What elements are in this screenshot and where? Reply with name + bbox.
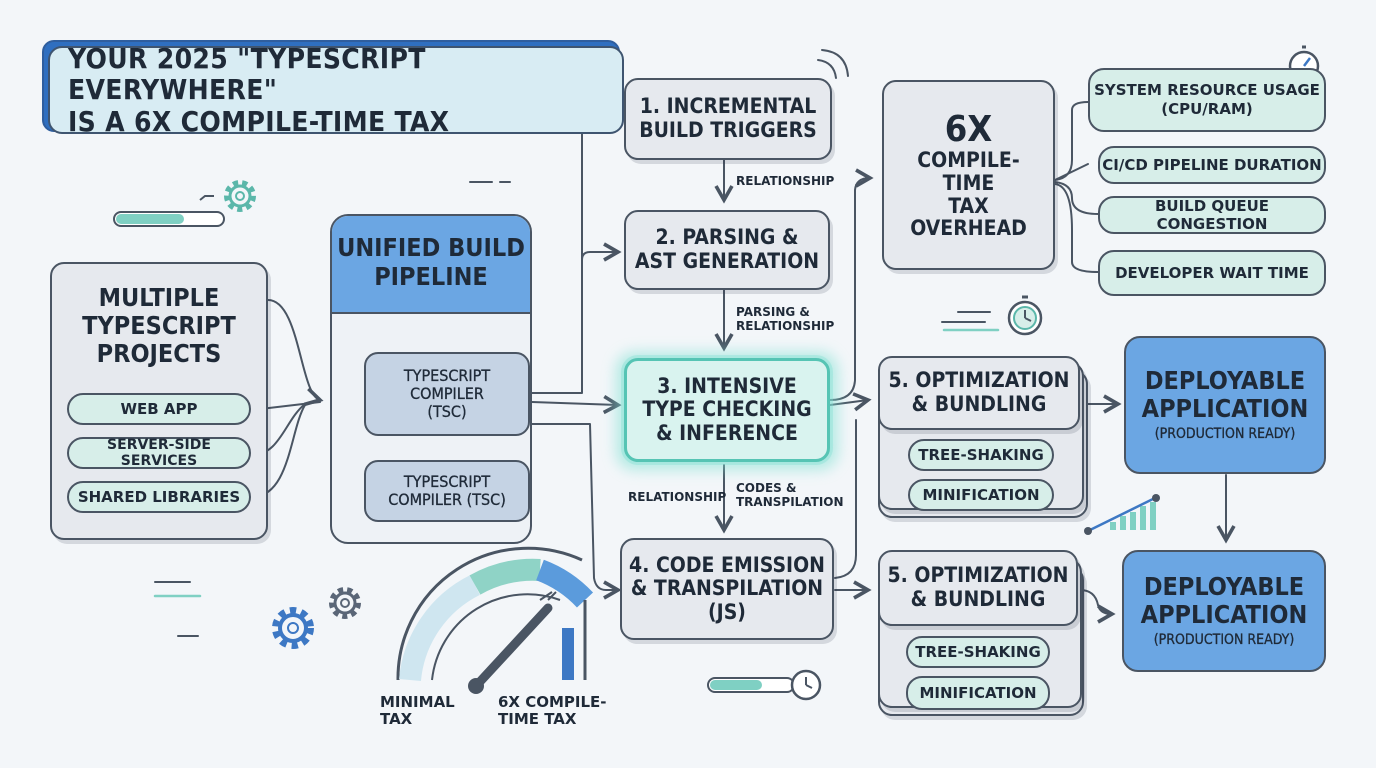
project-web-app: WEB APP [67, 393, 251, 425]
arrow-step3-tax [829, 168, 874, 401]
gear-icon [272, 607, 314, 649]
projects-heading: MULTIPLE TYPESCRIPT PROJECTS [82, 283, 236, 368]
arrow-projects-pipeline [267, 299, 324, 407]
tax-gauge [396, 546, 594, 694]
pipeline-header [332, 216, 530, 314]
impact-system-resource-usage: SYSTEM RESOURCE USAGE (CPU/RAM) [1088, 68, 1326, 132]
tax-overhead-label: COMPILE- TIME TAX OVERHEAD [910, 148, 1027, 241]
impact-build-queue-congestion: BUILD QUEUE CONGESTION [1098, 196, 1326, 234]
compiler-box-secondary: TYPESCRIPT COMPILER (TSC) [364, 460, 530, 522]
arrow-pipeline-step2 [581, 242, 622, 262]
deploy-box-2: DEPLOYABLE APPLICATION (PRODUCTION READY… [1122, 550, 1326, 672]
arrow-pipeline-step3 [531, 394, 622, 415]
tree-shaking-1: TREE-SHAKING [908, 439, 1054, 471]
deploy-box-1: DEPLOYABLE APPLICATION (PRODUCTION READY… [1124, 336, 1326, 474]
connector-label-codes-transpilation: CODES & TRANSPILATION [736, 481, 844, 510]
optimization-box-1: 5. OPTIMIZATION & BUNDLING [878, 356, 1080, 430]
impact-developer-wait-time: DEVELOPER WAIT TIME [1098, 250, 1326, 296]
tax-overhead-box: 6X COMPILE- TIME TAX OVERHEAD [882, 80, 1055, 270]
gear-icon [329, 587, 361, 619]
connector-label-relationship-2: RELATIONSHIP [628, 490, 727, 504]
deploy-sub-2: (PRODUCTION READY) [1153, 632, 1295, 649]
step-type-checking-inference: 3. INTENSIVE TYPE CHECKING & INFERENCE [624, 358, 830, 462]
tax-multiplier: 6X [944, 108, 993, 150]
signal-icon [817, 49, 849, 79]
impact-cicd-pipeline-duration: CI/CD PIPELINE DURATION [1098, 146, 1326, 184]
project-server-side-services: SERVER-SIDE SERVICES [67, 437, 251, 469]
minification-1: MINIFICATION [908, 479, 1054, 511]
arrow-opt2-deploy2 [1079, 589, 1116, 624]
pipeline-heading: UNIFIED BUILD PIPELINE [337, 233, 525, 291]
connector-label-relationship-1: RELATIONSHIP [736, 174, 835, 188]
step-code-emission-transpilation: 4. CODE EMISSION & TRANSPILATION (JS) [620, 538, 834, 640]
tree-shaking-2: TREE-SHAKING [906, 636, 1050, 668]
deploy-title-1: DEPLOYABLE APPLICATION [1141, 366, 1309, 424]
minification-2: MINIFICATION [906, 676, 1050, 710]
arrow-pipeline-step4 [531, 423, 622, 600]
timer-progress-icon [707, 669, 822, 701]
progress-bar-icon [113, 195, 225, 227]
stopwatch-icon [1007, 295, 1043, 336]
trend-chart-icon [1084, 494, 1160, 535]
project-shared-libraries: SHARED LIBRARIES [67, 481, 251, 513]
page-title: YOUR 2025 "TYPESCRIPT EVERYWHERE" IS A 6… [48, 43, 624, 137]
optimization-box-2: 5. OPTIMIZATION & BUNDLING [878, 550, 1078, 626]
motion-dashes [154, 181, 991, 637]
gauge-min-label: MINIMAL TAX [380, 693, 455, 729]
gear-icon [224, 180, 256, 212]
deploy-title-2: DEPLOYABLE APPLICATION [1140, 572, 1308, 630]
step-incremental-build-triggers: 1. INCREMENTAL BUILD TRIGGERS [624, 78, 832, 160]
step-parsing-ast-generation: 2. PARSING & AST GENERATION [624, 210, 830, 290]
arrow-tax-impacts [1054, 101, 1089, 181]
connector-label-parsing-relationship: PARSING & RELATIONSHIP [736, 305, 835, 334]
deploy-sub-1: (PRODUCTION READY) [1154, 426, 1296, 443]
gauge-max-label: 6X COMPILE- TIME TAX [498, 693, 607, 729]
compiler-box-primary: TYPESCRIPT COMPILER (TSC) [364, 352, 530, 436]
arrow-pipeline-step1 [531, 108, 622, 394]
